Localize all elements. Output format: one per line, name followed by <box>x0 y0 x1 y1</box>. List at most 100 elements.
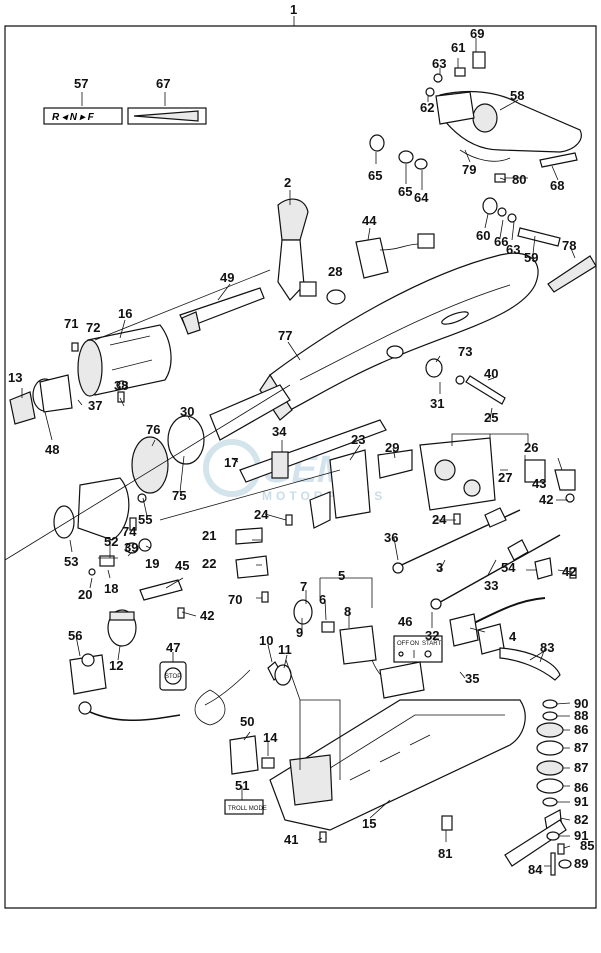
callout: 86 <box>574 780 588 795</box>
callout: 79 <box>462 162 476 177</box>
callout: 83 <box>540 640 554 655</box>
callout: 52 <box>104 534 118 549</box>
callout: 25 <box>484 410 498 425</box>
shift-decal: R ◂ N ▸ F <box>43 107 123 125</box>
steering-friction-parts <box>441 699 572 876</box>
callout: 41 <box>284 832 298 847</box>
callout: 26 <box>524 440 538 455</box>
callout: 35 <box>465 671 479 686</box>
title-number: 1 <box>290 2 297 17</box>
callout: 51 <box>235 778 249 793</box>
kill-switch-lanyard <box>499 647 561 681</box>
callout: 75 <box>172 488 186 503</box>
callout: 88 <box>574 708 588 723</box>
linkage-rods <box>392 507 561 610</box>
callout: 36 <box>384 530 398 545</box>
main-switch-assembly <box>293 599 425 699</box>
callout: 50 <box>240 714 254 729</box>
callout: 48 <box>45 442 59 457</box>
callout: 56 <box>68 628 82 643</box>
callout: 3 <box>436 560 443 575</box>
callout: 47 <box>166 640 180 655</box>
callout: 45 <box>175 558 189 573</box>
callout: 85 <box>580 838 594 853</box>
callout: 78 <box>562 238 576 253</box>
callout: 65 <box>368 168 382 183</box>
callout: 84 <box>528 862 543 877</box>
callout: 63 <box>432 56 446 71</box>
lower-housing <box>269 699 526 831</box>
callout: 60 <box>476 228 490 243</box>
callout: 67 <box>156 76 170 91</box>
callout: 68 <box>550 178 564 193</box>
callout: 58 <box>510 88 524 103</box>
key-plate: OFF ON START <box>393 635 443 663</box>
shift-lever <box>277 198 346 305</box>
callout: 19 <box>145 556 159 571</box>
callout: 74 <box>122 524 137 539</box>
callout: 39 <box>124 540 138 555</box>
callout: 13 <box>8 370 22 385</box>
callout: 49 <box>220 270 234 285</box>
callout: 62 <box>420 100 434 115</box>
callout: 43 <box>532 476 546 491</box>
steering-bracket <box>369 51 597 293</box>
wiring-harness <box>449 597 546 655</box>
callout: 76 <box>146 422 160 437</box>
callout: 38 <box>114 378 128 393</box>
callout: 31 <box>430 396 444 411</box>
callout: 55 <box>138 512 152 527</box>
throttle-cable-end <box>179 287 265 335</box>
leader-lines <box>21 38 576 867</box>
callout: 63 <box>506 242 520 257</box>
svg-text:STOP: STOP <box>165 674 181 680</box>
callout: 80 <box>512 172 526 187</box>
callout: 69 <box>470 26 484 41</box>
svg-text:TROLL MODE: TROLL MODE <box>228 806 267 812</box>
callout: 2 <box>284 175 291 190</box>
callout: 34 <box>272 424 287 439</box>
callout: 29 <box>385 440 399 455</box>
callout: 11 <box>278 642 292 657</box>
callout: 72 <box>86 320 100 335</box>
callout: 42 <box>200 608 214 623</box>
callout: 87 <box>574 740 588 755</box>
callout: 18 <box>104 581 118 596</box>
callout: 21 <box>202 528 216 543</box>
callout: 28 <box>328 264 342 279</box>
callout: 6 <box>319 592 326 607</box>
svg-text:R ◂ N ▸ F: R ◂ N ▸ F <box>52 112 95 123</box>
callout: 46 <box>398 614 412 629</box>
callout: 8 <box>344 604 351 619</box>
callout: 65 <box>398 184 412 199</box>
callout: 71 <box>64 316 78 331</box>
callout: 82 <box>574 812 588 827</box>
callout: 91 <box>574 794 588 809</box>
callout: 12 <box>109 658 123 673</box>
callout: 16 <box>118 306 132 321</box>
callout: 66 <box>494 234 508 249</box>
callout: 73 <box>458 344 472 359</box>
svg-text:ON: ON <box>410 641 419 647</box>
callout: 17 <box>224 455 238 470</box>
callout: 5 <box>338 568 345 583</box>
callout: 42 <box>539 492 553 507</box>
callout: 14 <box>263 730 278 745</box>
callout: 7 <box>300 579 307 594</box>
svg-text:START: START <box>422 641 441 647</box>
callout: 9 <box>296 625 303 640</box>
callout: 44 <box>362 213 377 228</box>
callout: 33 <box>484 578 498 593</box>
callout: 40 <box>484 366 498 381</box>
callout: 32 <box>425 628 439 643</box>
callout: 27 <box>498 470 512 485</box>
callout: 59 <box>524 250 538 265</box>
wedge-decal <box>127 107 207 125</box>
callout: 86 <box>574 722 588 737</box>
callout: 61 <box>451 40 465 55</box>
callout: 91 <box>574 828 588 843</box>
diagram-frame <box>4 25 597 909</box>
callout: 90 <box>574 696 588 711</box>
throttle-grip-assembly <box>4 269 291 561</box>
